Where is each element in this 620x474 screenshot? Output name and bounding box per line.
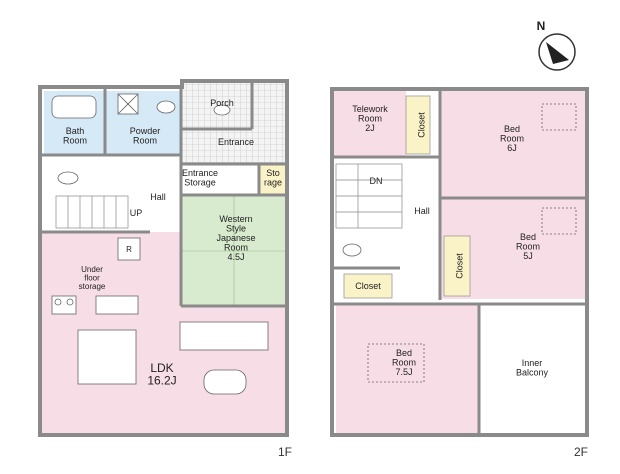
stove-icon (51, 295, 77, 315)
kitchen-sink-icon (95, 295, 139, 315)
toilet-icon (57, 171, 79, 185)
telework-closet (405, 95, 431, 155)
bedroom-7-5j (336, 305, 478, 435)
dn-label: DN (370, 176, 383, 186)
hall-2f-label: Hall (414, 206, 430, 216)
floor-1-outer-wall (38, 79, 289, 437)
porch-toilet-icon (213, 104, 231, 116)
middle-closet-label: Closet (355, 281, 381, 291)
stairs-1f (55, 195, 129, 229)
toilet-2f-icon (342, 243, 362, 257)
porch-side-tile (252, 83, 287, 129)
storage-room (260, 164, 287, 194)
bathtub-icon (51, 95, 97, 119)
floor-2-interior-walls (334, 90, 586, 434)
telework-room (334, 91, 406, 157)
sofa-icon (179, 321, 269, 351)
up-label: UP (130, 208, 143, 218)
floor-1-interior-walls (42, 83, 287, 308)
floor-1-label: 1F (278, 445, 292, 459)
entrance-storage (180, 164, 258, 194)
stairs-2f (335, 163, 403, 229)
dining-table-icon (77, 329, 137, 385)
entrance-label: Entrance (218, 137, 254, 147)
bedroom-6j (441, 91, 585, 197)
floor-2-fixtures (342, 103, 577, 383)
middle-closet (343, 273, 393, 299)
floor-1-fixtures (51, 93, 269, 395)
floor-2-outer-wall (330, 87, 589, 437)
inner-balcony (480, 305, 585, 435)
floor-2-label: 2F (574, 445, 588, 459)
compass-north-label: N (537, 19, 546, 33)
porch-label: Porch (210, 98, 234, 108)
fridge-icon (117, 237, 141, 261)
compass-needle-icon (546, 42, 569, 64)
bed-6j-icon (541, 103, 577, 131)
bed-7-5j-icon (367, 343, 425, 383)
hall-1f-label: Hall (150, 192, 166, 202)
telework-closet-label: Closet (416, 112, 426, 138)
coffee-table-icon (203, 369, 247, 395)
sink-icon (156, 100, 176, 114)
entrance-tile (182, 129, 287, 164)
bed-5j-icon (541, 207, 577, 235)
fridge-mark: R (126, 245, 132, 254)
hall-closet-label: Closet (454, 253, 464, 279)
compass: N (537, 19, 576, 71)
hall-closet (443, 235, 471, 297)
